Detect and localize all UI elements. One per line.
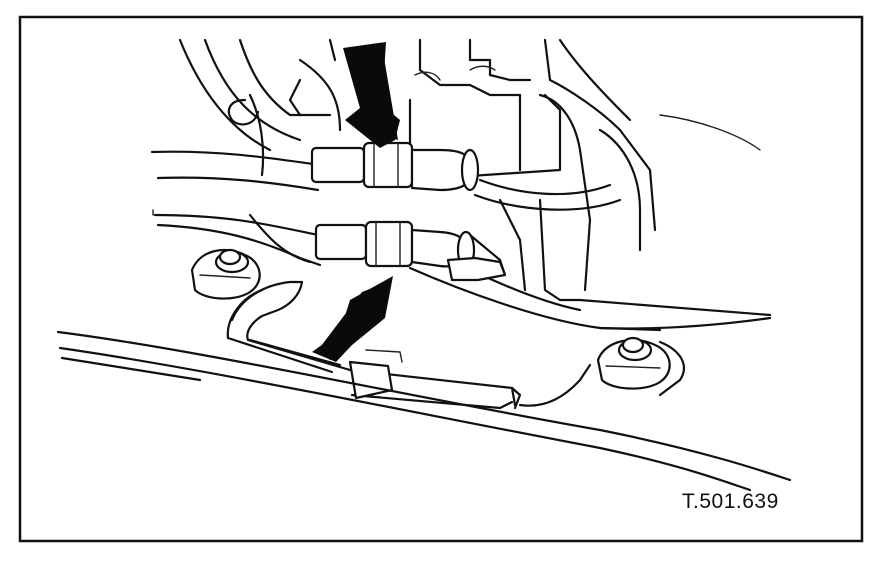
upper-arrow <box>343 42 400 148</box>
lower-arrow <box>312 276 393 362</box>
lower-fluid-line-union <box>314 220 507 282</box>
figure-reference-code: T.501.639 <box>682 490 779 513</box>
upper-fluid-line-union <box>310 141 480 192</box>
frame-rail <box>56 209 792 492</box>
right-mount-bolt <box>596 336 671 390</box>
engine-housing <box>178 38 761 302</box>
left-mount-bolt <box>190 248 261 300</box>
figure-frame <box>18 15 864 543</box>
